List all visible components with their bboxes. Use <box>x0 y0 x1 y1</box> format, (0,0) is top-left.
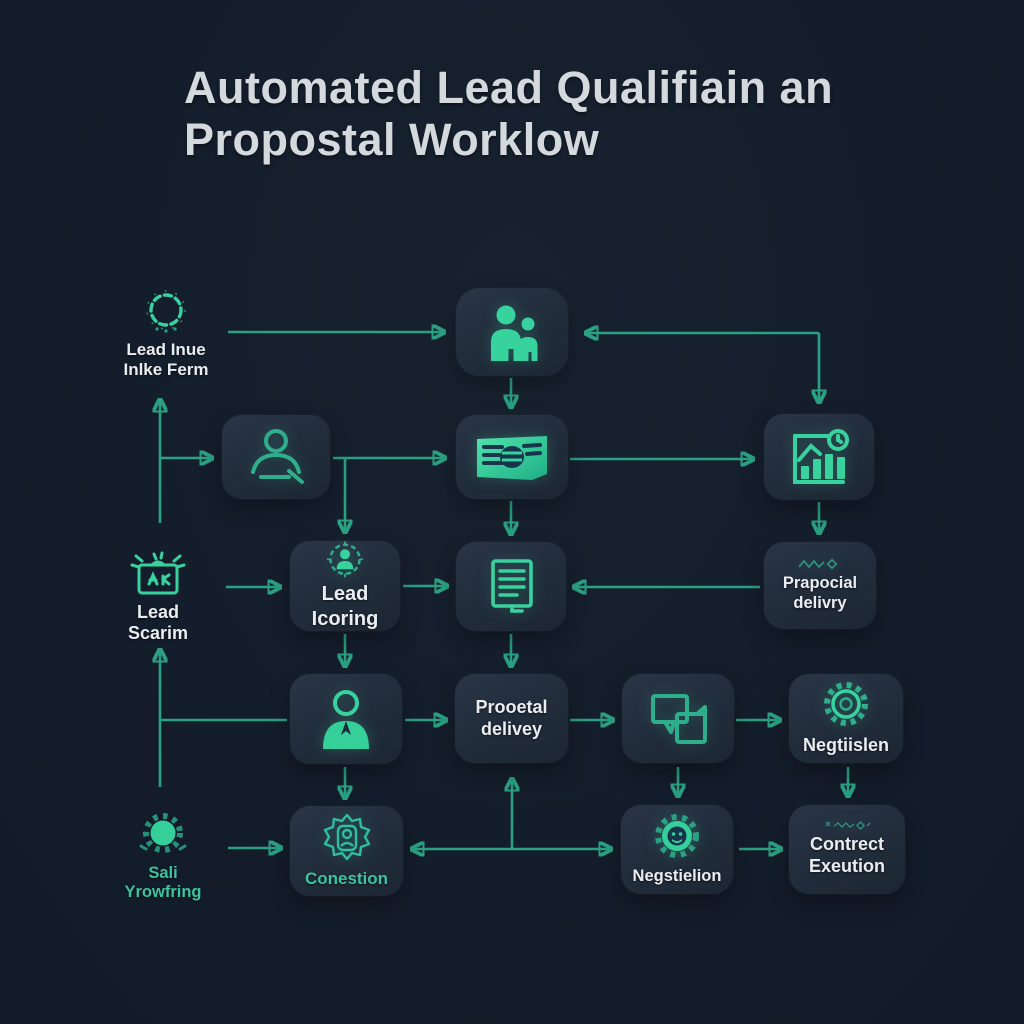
id-card-icon <box>477 436 547 480</box>
zigzag-glyph <box>798 558 838 570</box>
page-title: Automated Lead Qualifiain an Propostal W… <box>184 62 904 166</box>
contract-execution-label-line2: Exeution <box>808 856 885 876</box>
gear-outline-icon <box>824 682 868 727</box>
proposal-delivery-top-label-line1: Prapocial <box>782 573 858 592</box>
negotiation-top-node: Negtiislen <box>789 674 903 763</box>
conversion-node: Conestion <box>290 806 403 896</box>
proposal-delivery-mid-node: Prooetal delivey <box>455 674 568 763</box>
document-icon <box>491 558 533 613</box>
badge-person-icon <box>326 541 364 578</box>
lead-intake-item: Lead Inue Inlke Ferm <box>112 288 220 380</box>
seal-person-icon <box>323 813 370 861</box>
chat-node <box>622 674 734 763</box>
proposal-delivery-mid-label-line1: Prooetal <box>475 696 548 717</box>
gear-filled-icon <box>655 813 699 858</box>
negotiation-bottom-node: Negstielion <box>621 805 733 894</box>
negotiation-bottom-label: Negstielion <box>632 866 722 885</box>
sales-workflow-item: Sali Yrowfring <box>112 808 214 903</box>
negotiation-top-label: Negtiislen <box>802 735 890 756</box>
chat-bubbles-icon <box>651 693 707 744</box>
analytics-node <box>764 414 874 500</box>
conversion-label: Conestion <box>304 869 389 889</box>
lead-scoring-node-label: Lead Icoring <box>311 583 379 630</box>
sketch-gear-icon <box>146 290 186 333</box>
lead-card-node <box>456 415 568 499</box>
proposal-delivery-top-node: Prapocial delivry <box>764 542 876 629</box>
qualified-lead-node <box>290 674 402 764</box>
title-line-1: Automated Lead Qualifiain an <box>184 62 834 113</box>
document-node <box>456 542 566 631</box>
person-filled-icon <box>323 690 369 749</box>
sales-workflow-label: Sali Yrowfring <box>124 864 202 902</box>
contract-execution-label-line1: Contrect <box>809 834 884 855</box>
lead-scoring-label: Lead Scarim <box>127 602 189 644</box>
bar-chart-icon <box>793 429 849 484</box>
lead-scoring-node: Lead Icoring <box>290 541 400 631</box>
tv-burst-icon <box>130 551 186 595</box>
proposal-delivery-top-label-line2: delivry <box>793 594 847 612</box>
title-line-2: Propostal Worklow <box>184 114 600 166</box>
agent-node <box>222 415 330 499</box>
contract-execution-node: Contrect Exeution <box>789 805 905 894</box>
contacts-node <box>456 288 568 376</box>
proposal-delivery-mid-label-line2: delivey <box>480 718 543 739</box>
lead-intake-label-line2: Inlke Ferm <box>123 360 209 380</box>
users-icon <box>491 305 538 361</box>
lead-intake-label-line1: Lead Inue <box>126 340 206 359</box>
lead-scoring-item: Lead Scarim <box>105 548 211 644</box>
sun-gear-icon <box>139 813 187 853</box>
sparkle-glyph <box>825 821 871 831</box>
person-outline-icon <box>251 429 304 484</box>
